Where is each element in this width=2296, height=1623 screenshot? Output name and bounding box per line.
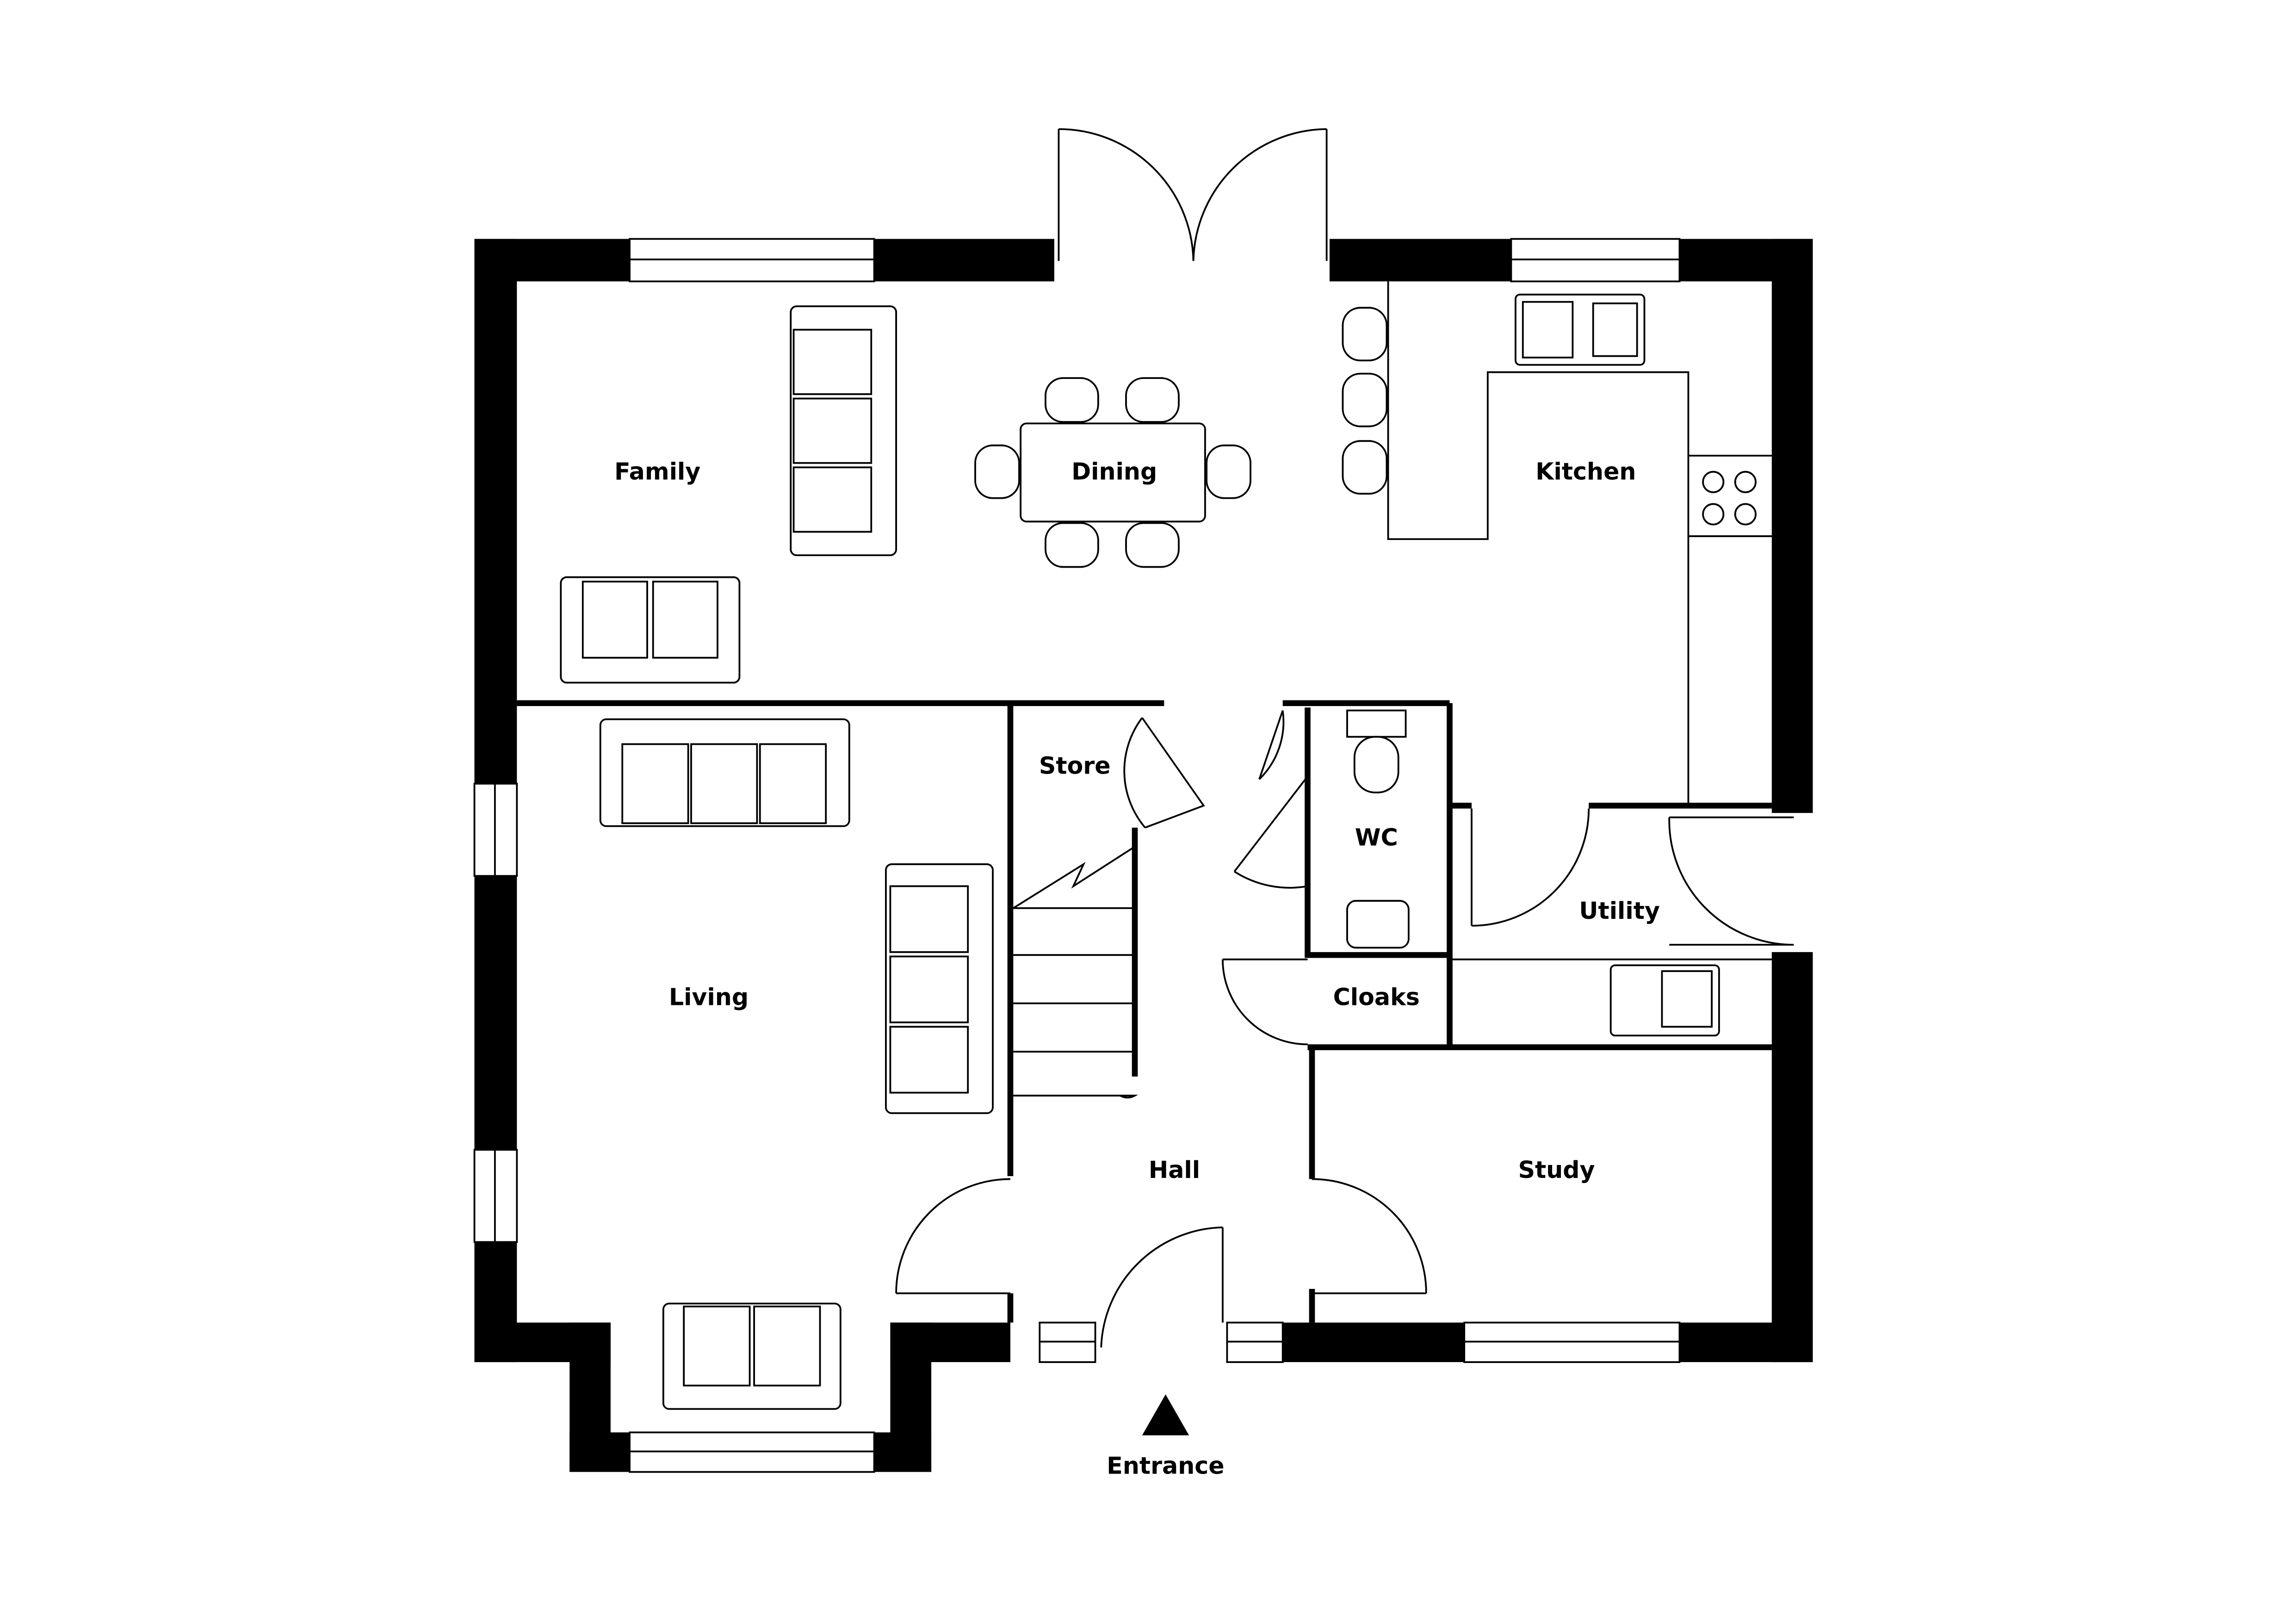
external-walls [474,239,1813,1472]
room-label-kitchen: Kitchen [1535,458,1636,485]
entrance-label: Entrance [1107,1452,1224,1479]
windows [473,238,1681,1473]
room-label-living: Living [669,984,749,1011]
room-label-store: Store [1039,752,1111,780]
room-label-hall: Hall [1149,1156,1200,1183]
room-label-dining: Dining [1071,458,1157,485]
furniture [560,281,1772,1410]
doors [895,128,1794,1348]
room-labels: Family Dining Kitchen Store WC Utility L… [614,458,1660,1479]
room-label-family: Family [614,458,700,485]
entrance-arrow-icon [1142,1394,1189,1436]
internal-walls [517,700,1772,1323]
room-label-cloaks: Cloaks [1333,984,1420,1011]
room-label-wc: WC [1355,824,1398,851]
room-label-utility: Utility [1579,897,1660,924]
room-label-study: Study [1518,1156,1595,1183]
